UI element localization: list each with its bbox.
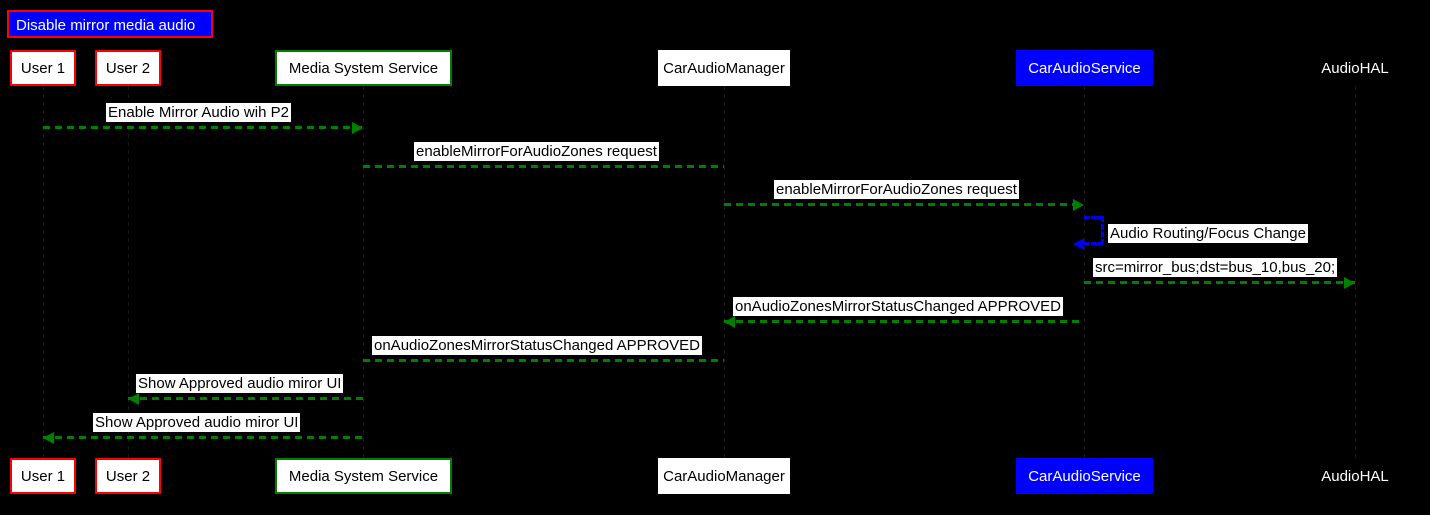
participant-label: CarAudioManager <box>663 467 785 485</box>
message-label-6: onAudioZonesMirrorStatusChanged APPROVED <box>372 336 703 356</box>
message-line-2 <box>724 203 1084 206</box>
message-line-8 <box>43 436 363 439</box>
message-arrowhead-4 <box>1344 277 1355 289</box>
participant-label: CarAudioService <box>1028 59 1141 77</box>
message-line-6 <box>363 359 724 362</box>
lifeline-media_system_service <box>363 86 364 458</box>
message-line-0 <box>43 126 363 129</box>
message-line-1 <box>363 165 724 168</box>
diagram-title: Disable mirror media audio <box>7 10 213 38</box>
participant-label: User 2 <box>105 59 151 77</box>
lifeline-car_audio_manager <box>724 86 725 458</box>
participant-label: User 1 <box>20 467 66 485</box>
message-label-3: Audio Routing/Focus Change <box>1108 224 1308 244</box>
message-label-4: src=mirror_bus;dst=bus_10,bus_20; <box>1093 258 1338 278</box>
participant-media_system_service-bottom[interactable]: Media System Service <box>275 458 452 494</box>
participant-label: AudioHAL <box>1321 59 1389 77</box>
participant-label: Media System Service <box>288 59 439 77</box>
message-label-8: Show Approved audio miror UI <box>93 413 301 433</box>
lifeline-car_audio_service <box>1084 86 1085 458</box>
participant-audio_hal-bottom[interactable]: AudioHAL <box>1310 458 1400 494</box>
participant-label: Media System Service <box>288 467 439 485</box>
participant-car_audio_manager-top[interactable]: CarAudioManager <box>658 50 790 86</box>
message-line-4 <box>1084 281 1355 284</box>
participant-media_system_service-top[interactable]: Media System Service <box>275 50 452 86</box>
message-arrowhead-8 <box>43 432 54 444</box>
message-label-1: enableMirrorForAudioZones request <box>414 142 659 162</box>
message-line-5 <box>724 320 1084 323</box>
participant-user2-bottom[interactable]: User 2 <box>95 458 161 494</box>
self-message-arrowhead-3 <box>1073 238 1084 250</box>
participant-user2-top[interactable]: User 2 <box>95 50 161 86</box>
lifeline-user1 <box>43 86 44 458</box>
participant-car_audio_service-top[interactable]: CarAudioService <box>1016 50 1153 86</box>
message-label-0: Enable Mirror Audio wih P2 <box>106 103 291 123</box>
self-message-loop-3 <box>1084 216 1104 245</box>
message-arrowhead-5 <box>724 316 735 328</box>
message-label-5: onAudioZonesMirrorStatusChanged APPROVED <box>733 297 1064 317</box>
participant-label: CarAudioService <box>1028 467 1141 485</box>
participant-audio_hal-top[interactable]: AudioHAL <box>1310 50 1400 86</box>
lifeline-audio_hal <box>1355 86 1356 458</box>
participant-label: User 1 <box>20 59 66 77</box>
participant-car_audio_service-bottom[interactable]: CarAudioService <box>1016 458 1153 494</box>
lifeline-user2 <box>128 86 129 458</box>
participant-label: User 2 <box>105 467 151 485</box>
message-arrowhead-7 <box>128 393 139 405</box>
participant-car_audio_manager-bottom[interactable]: CarAudioManager <box>658 458 790 494</box>
message-arrowhead-0 <box>352 122 363 134</box>
participant-user1-bottom[interactable]: User 1 <box>10 458 76 494</box>
participant-user1-top[interactable]: User 1 <box>10 50 76 86</box>
message-label-2: enableMirrorForAudioZones request <box>774 180 1019 200</box>
participant-label: AudioHAL <box>1321 467 1389 485</box>
participant-label: CarAudioManager <box>663 59 785 77</box>
message-label-7: Show Approved audio miror UI <box>136 374 344 394</box>
message-line-7 <box>128 397 363 400</box>
message-arrowhead-2 <box>1073 199 1084 211</box>
